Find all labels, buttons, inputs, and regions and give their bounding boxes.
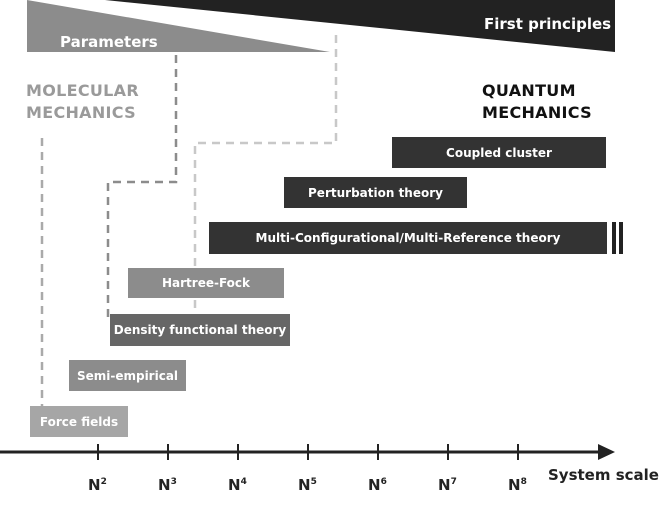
- tick-label-n8: N8: [508, 476, 527, 494]
- method-bar-dft: Density functional theory: [110, 314, 290, 346]
- method-bar-force-fields: Force fields: [30, 406, 128, 437]
- method-bar-perturbation-theory: Perturbation theory: [284, 177, 467, 208]
- mcscf-end-marker: [612, 222, 616, 254]
- mcscf-end-marker: [619, 222, 623, 254]
- parameters-label: Parameters: [60, 33, 158, 51]
- molecular-mechanics-line-2: MECHANICS: [26, 103, 136, 122]
- method-bar-coupled-cluster: Coupled cluster: [392, 137, 606, 168]
- tick-label-n7: N7: [438, 476, 457, 494]
- parameters-wedge: [27, 0, 330, 52]
- quantum-mechanics-label: QUANTUM MECHANICS: [482, 80, 592, 124]
- x-axis-title: System scale: [548, 466, 659, 484]
- dashed-boundary-qm: [193, 35, 338, 318]
- tick-label-n6: N6: [368, 476, 387, 494]
- molecular-mechanics-line-1: MOLECULAR: [26, 81, 139, 100]
- method-bar-semi-empirical: Semi-empirical: [69, 360, 186, 391]
- method-bar-hartree-fock: Hartree-Fock: [128, 268, 284, 298]
- x-axis-arrowhead: [598, 444, 615, 460]
- first-principles-wedge: [105, 0, 615, 52]
- quantum-mechanics-line-2: MECHANICS: [482, 103, 592, 122]
- first-principles-label: First principles: [484, 15, 612, 33]
- quantum-mechanics-line-1: QUANTUM: [482, 81, 576, 100]
- tick-label-n5: N5: [298, 476, 317, 494]
- molecular-mechanics-label: MOLECULAR MECHANICS: [26, 80, 139, 124]
- dashed-boundary-dft: [106, 55, 178, 318]
- method-bar-multi-reference: Multi-Configurational/Multi-Reference th…: [209, 222, 607, 254]
- tick-label-n2: N2: [88, 476, 107, 494]
- tick-label-n4: N4: [228, 476, 247, 494]
- tick-label-n3: N3: [158, 476, 177, 494]
